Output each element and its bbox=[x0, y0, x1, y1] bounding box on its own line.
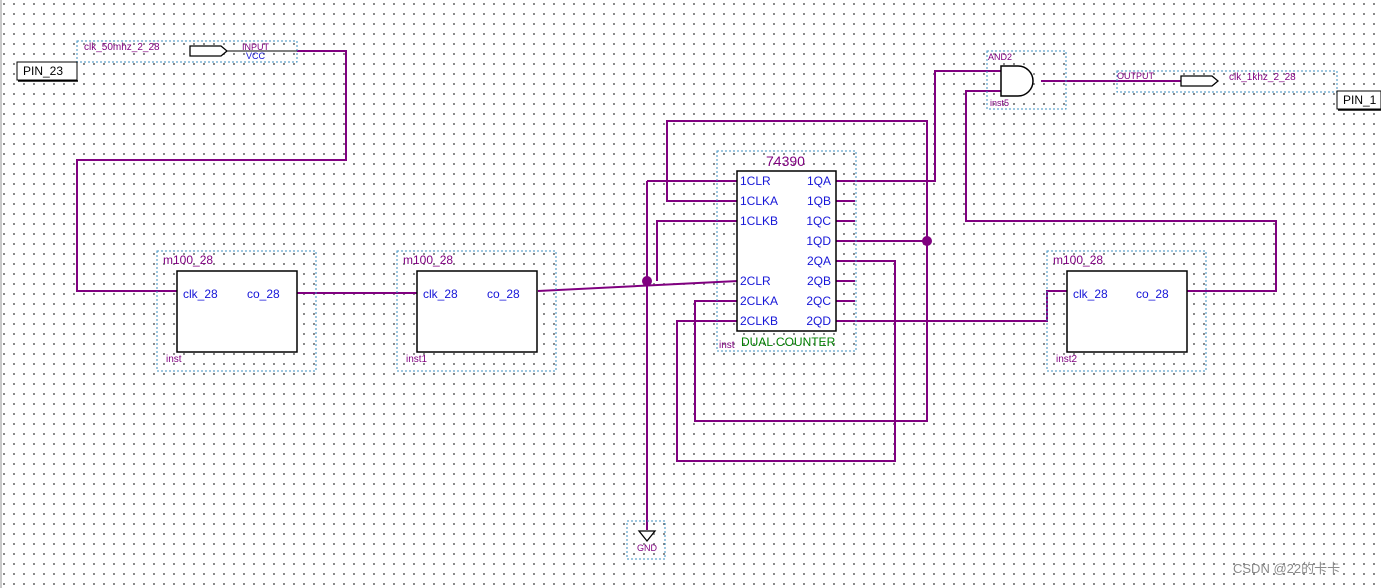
and-gate[interactable]: AND2 inst5 bbox=[986, 50, 1067, 110]
counter-port-1qc[interactable]: 1QC bbox=[806, 214, 831, 228]
module-inst2-selection-box bbox=[1046, 250, 1207, 372]
gnd-icon bbox=[637, 530, 657, 543]
counter-instance: inst bbox=[719, 340, 735, 351]
gnd-symbol[interactable]: GND bbox=[626, 520, 666, 560]
counter-port-1qd[interactable]: 1QD bbox=[806, 234, 831, 248]
module-inst-type: m100_28 bbox=[163, 253, 213, 267]
module-inst1-instance: inst1 bbox=[406, 354, 428, 365]
input-pin-default: VCC bbox=[246, 51, 266, 61]
counter-port-2qb[interactable]: 2QB bbox=[807, 274, 831, 288]
module-inst[interactable]: m100_28 clk_28 co_28 inst bbox=[156, 250, 317, 372]
module-inst2-out-port: co_28 bbox=[1136, 287, 1169, 301]
module-inst2-body bbox=[1066, 270, 1188, 353]
wire-2qa-loop[interactable] bbox=[676, 260, 896, 462]
module-inst1-out-port: co_28 bbox=[487, 287, 520, 301]
module-inst-body bbox=[176, 270, 298, 353]
module-inst2-instance: inst2 bbox=[1056, 354, 1078, 365]
counter-title: 74390 bbox=[766, 153, 805, 169]
and-gate-type: AND2 bbox=[988, 52, 1012, 62]
wire-2qd-to-inst2[interactable] bbox=[835, 290, 1067, 322]
input-pin-selection-box bbox=[76, 40, 298, 63]
module-inst2-in-port: clk_28 bbox=[1073, 287, 1108, 301]
and-gate-instance: inst5 bbox=[990, 98, 1009, 108]
input-pin-name: clk_50mhz_2_28 bbox=[84, 42, 160, 53]
counter-body bbox=[736, 170, 837, 332]
module-inst2-type: m100_28 bbox=[1053, 253, 1103, 267]
counter-port-2qc[interactable]: 2QC bbox=[806, 294, 831, 308]
wire-clk-input[interactable] bbox=[76, 50, 347, 292]
wire-inst1-to-2clr[interactable] bbox=[537, 280, 739, 292]
pin-1-label: PIN_1 bbox=[1343, 93, 1377, 107]
output-pin-selection-box bbox=[1116, 70, 1338, 93]
counter-port-1qa[interactable]: 1QA bbox=[807, 174, 831, 188]
gnd-selection-box bbox=[626, 520, 666, 560]
module-inst2[interactable]: m100_28 clk_28 co_28 inst2 bbox=[1046, 250, 1207, 372]
module-inst1-selection-box bbox=[396, 250, 557, 372]
junction-dot-1qd bbox=[922, 236, 932, 246]
gnd-label: GND bbox=[637, 543, 658, 553]
wire-1qd-loop[interactable] bbox=[694, 241, 928, 422]
output-pin-name: clk_1khz_2_28 bbox=[1229, 72, 1296, 83]
wire-1qd-to-1clka[interactable] bbox=[666, 120, 928, 241]
counter-port-2clr[interactable]: 2CLR bbox=[740, 274, 771, 288]
module-inst1[interactable]: m100_28 clk_28 co_28 inst1 bbox=[396, 250, 557, 372]
counter-port-1clr[interactable]: 1CLR bbox=[740, 174, 771, 188]
wire-1qa-to-1clkb[interactable] bbox=[656, 220, 738, 281]
counter-port-1clka[interactable]: 1CLKA bbox=[740, 194, 778, 208]
input-pin[interactable]: clk_50mhz_2_28 INPUT VCC PIN_23 bbox=[16, 40, 298, 82]
module-inst-instance: inst bbox=[166, 354, 182, 365]
and-gate-symbol bbox=[1000, 65, 1034, 97]
watermark: CSDN @22的卡卡 bbox=[1233, 561, 1340, 576]
module-inst1-type: m100_28 bbox=[403, 253, 453, 267]
counter-left-ports: 1CLR 1CLKA 1CLKB 2CLR 2CLKA 2CLKB bbox=[740, 174, 778, 328]
pin-23-label: PIN_23 bbox=[23, 64, 63, 78]
canvas-left-border bbox=[0, 0, 2, 588]
input-pin-type: INPUT bbox=[242, 42, 270, 52]
counter-port-2clkb[interactable]: 2CLKB bbox=[740, 314, 778, 328]
counter-right-ports: 1QA 1QB 1QC 1QD 2QA 2QB 2QC 2QD bbox=[806, 174, 831, 328]
counter-port-1clkb[interactable]: 1CLKB bbox=[740, 214, 778, 228]
and-gate-selection-box bbox=[986, 50, 1067, 110]
counter-port-2qd[interactable]: 2QD bbox=[806, 314, 831, 328]
output-pin[interactable]: OUTPUT clk_1khz_2_28 PIN_1 bbox=[1116, 70, 1381, 111]
wire-1qa-to-and[interactable] bbox=[835, 70, 1001, 182]
counter-subtitle: DUAL COUNTER bbox=[741, 335, 836, 349]
pin-23-box[interactable] bbox=[16, 61, 78, 81]
input-pin-symbol bbox=[189, 45, 229, 57]
counter-port-1qb[interactable]: 1QB bbox=[807, 194, 831, 208]
junction-dot-gnd bbox=[642, 276, 652, 286]
module-inst1-in-port: clk_28 bbox=[423, 287, 458, 301]
output-pin-symbol bbox=[1180, 75, 1220, 87]
output-pin-type: OUTPUT bbox=[1117, 71, 1155, 81]
counter-port-2clka[interactable]: 2CLKA bbox=[740, 294, 778, 308]
module-inst-in-port: clk_28 bbox=[183, 287, 218, 301]
pin-1-box[interactable] bbox=[1336, 90, 1381, 110]
module-inst1-body bbox=[416, 270, 538, 353]
wire-inst2-to-and[interactable] bbox=[965, 90, 1277, 292]
counter-port-2qa[interactable]: 2QA bbox=[807, 254, 831, 268]
module-inst-out-port: co_28 bbox=[247, 287, 280, 301]
module-inst-selection-box bbox=[156, 250, 317, 372]
counter-selection-box bbox=[716, 150, 857, 352]
